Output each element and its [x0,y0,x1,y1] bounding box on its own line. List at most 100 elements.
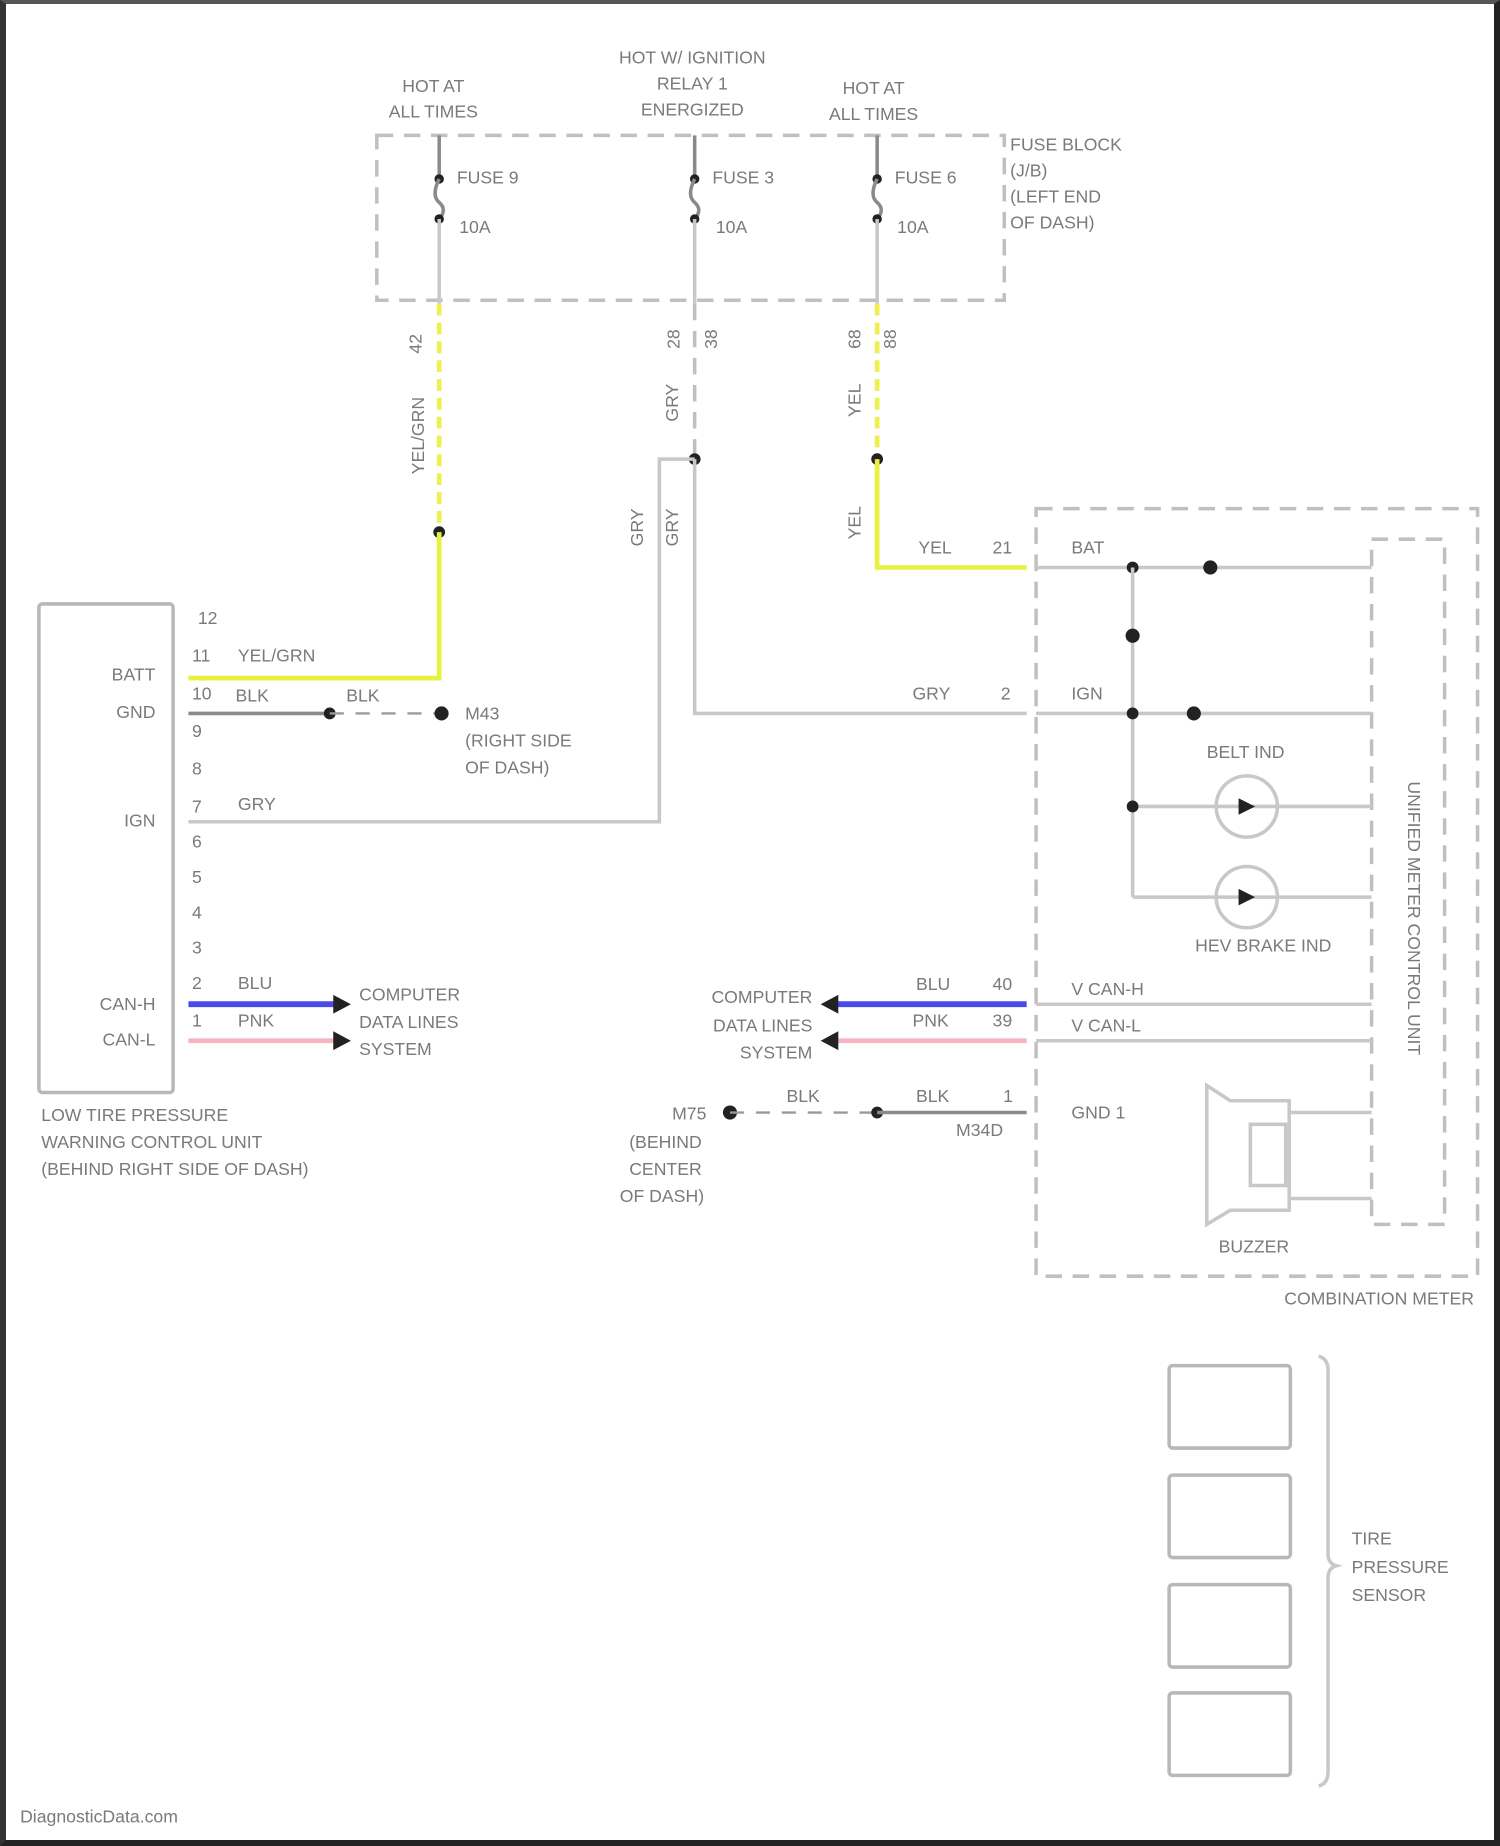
svg-text:HEV BRAKE IND: HEV BRAKE IND [1195,935,1331,955]
tire-sensor-4 [1167,1691,1293,1778]
svg-text:HOT W/ IGNITION: HOT W/ IGNITION [619,48,766,68]
wire-yel-grn: YEL/GRN [188,303,446,681]
svg-text:OF DASH): OF DASH) [1010,212,1094,232]
svg-text:11: 11 [192,646,210,666]
svg-text:GRY: GRY [912,683,950,703]
can-lines-right: COMPUTER DATA LINES SYSTEM BLU 40 PNK 39 [711,974,1027,1062]
svg-text:BLU: BLU [916,974,950,994]
svg-text:12: 12 [198,608,218,628]
svg-text:M43: M43 [465,703,500,723]
pin-42-label: 42 [406,334,426,354]
svg-text:BATT: BATT [112,664,156,684]
svg-text:COMPUTER: COMPUTER [711,987,812,1007]
svg-text:FUSE 3: FUSE 3 [712,168,774,188]
svg-text:BLK: BLK [236,686,270,706]
svg-text:10A: 10A [459,217,491,237]
svg-text:BAT: BAT [1071,537,1104,557]
svg-text:IGN: IGN [124,810,155,830]
tire-sensor-2 [1167,1473,1293,1560]
svg-text:GRY: GRY [627,508,647,546]
svg-text:40: 40 [993,974,1013,994]
svg-text:BLK: BLK [786,1086,820,1106]
svg-text:(J/B): (J/B) [1010,161,1047,181]
svg-text:OF DASH): OF DASH) [465,757,549,777]
svg-text:V CAN-L: V CAN-L [1071,1015,1141,1035]
tire-pressure-control-unit: 12 11 10 9 8 7 6 5 4 3 2 1 BATT GND IGN … [37,602,309,1179]
tire-sensor-1 [1167,1363,1293,1450]
power-label-fuse6: HOT AT ALL TIMES [829,78,918,124]
svg-text:8: 8 [192,759,202,779]
svg-text:ENERGIZED: ENERGIZED [641,99,744,119]
power-label-fuse9: HOT AT ALL TIMES [389,76,478,122]
fuse-6: FUSE 6 10A [871,135,957,304]
belt-indicator-lamp-icon [1214,774,1280,839]
fuse-block-label: FUSE BLOCK (J/B) (LEFT END OF DASH) [1010,135,1122,233]
power-label-fuse3: HOT W/ IGNITION RELAY 1 ENERGIZED [619,48,766,120]
svg-text:PNK: PNK [912,1011,949,1031]
svg-text:1: 1 [192,1011,202,1031]
svg-text:4: 4 [192,902,202,922]
svg-text:BLK: BLK [346,686,380,706]
svg-text:YEL: YEL [845,383,865,417]
svg-text:BUZZER: BUZZER [1219,1237,1290,1257]
svg-text:21: 21 [993,537,1013,557]
svg-text:COMBINATION METER: COMBINATION METER [1284,1288,1474,1308]
svg-text:YEL: YEL [918,537,952,557]
ground-m43: BLK BLK M43 (RIGHT SIDE OF DASH) [188,686,572,777]
svg-text:OF DASH): OF DASH) [620,1186,704,1206]
buzzer-icon [1205,1082,1372,1228]
svg-text:M34D: M34D [956,1120,1003,1140]
brake-indicator-lamp-icon [1214,864,1280,930]
fuse-9: FUSE 9 10A [433,135,519,304]
svg-text:SENSOR: SENSOR [1352,1585,1427,1605]
wire-label-yelgrn: YEL/GRN [238,646,315,666]
pin-38-label: 38 [701,329,721,349]
svg-text:PRESSURE: PRESSURE [1352,1557,1449,1577]
svg-text:GRY: GRY [662,508,682,546]
svg-text:UNIFIED METER CONTROL UNIT: UNIFIED METER CONTROL UNIT [1404,781,1424,1055]
wire-gry: GRY GRY GRY [188,303,1027,824]
svg-text:CENTER: CENTER [629,1159,702,1179]
fuse-block-outline [375,133,1007,302]
svg-text:CAN-H: CAN-H [100,994,156,1014]
svg-text:CAN-L: CAN-L [103,1029,156,1049]
svg-text:FUSE 6: FUSE 6 [895,168,957,188]
svg-text:6: 6 [192,832,202,852]
svg-text:HOT AT: HOT AT [843,78,905,98]
svg-text:9: 9 [192,721,202,741]
svg-text:YEL/GRN: YEL/GRN [408,397,428,474]
fuse-3: FUSE 3 10A [688,135,774,304]
pin-68-label: 68 [845,329,865,349]
combination-meter: UNIFIED METER CONTROL UNIT COMBINATION M… [912,506,1480,1308]
svg-text:3: 3 [192,938,202,958]
tire-sensor-3 [1167,1582,1293,1669]
svg-text:RELAY 1: RELAY 1 [657,73,728,93]
svg-text:SYSTEM: SYSTEM [740,1042,813,1062]
svg-text:LOW TIRE PRESSURE: LOW TIRE PRESSURE [41,1105,228,1125]
svg-text:39: 39 [993,1011,1013,1031]
svg-text:7: 7 [192,796,202,816]
svg-text:DATA LINES: DATA LINES [713,1015,812,1035]
svg-text:SYSTEM: SYSTEM [359,1039,432,1059]
svg-text:GND 1: GND 1 [1071,1102,1125,1122]
pin-88-label: 88 [880,329,900,349]
svg-text:10: 10 [192,683,212,703]
svg-text:(BEHIND RIGHT SIDE OF DASH): (BEHIND RIGHT SIDE OF DASH) [41,1159,308,1179]
svg-text:HOT AT: HOT AT [402,76,464,96]
svg-text:GND: GND [116,702,155,722]
svg-text:DATA LINES: DATA LINES [359,1012,458,1032]
svg-text:BLU: BLU [238,973,272,993]
svg-text:FUSE BLOCK: FUSE BLOCK [1010,135,1122,155]
svg-text:WARNING CONTROL UNIT: WARNING CONTROL UNIT [41,1132,262,1152]
svg-text:M75: M75 [672,1104,707,1124]
can-lines-left: BLU PNK COMPUTER DATA LINES SYSTEM [188,973,460,1059]
svg-text:TIRE: TIRE [1352,1529,1392,1549]
svg-text:1: 1 [1003,1086,1013,1106]
svg-text:(LEFT END: (LEFT END [1010,186,1101,206]
svg-text:ALL TIMES: ALL TIMES [389,102,478,122]
svg-text:V CAN-H: V CAN-H [1071,979,1144,999]
svg-text:COMPUTER: COMPUTER [359,985,460,1005]
svg-text:(BEHIND: (BEHIND [629,1132,702,1152]
svg-text:10A: 10A [716,217,748,237]
